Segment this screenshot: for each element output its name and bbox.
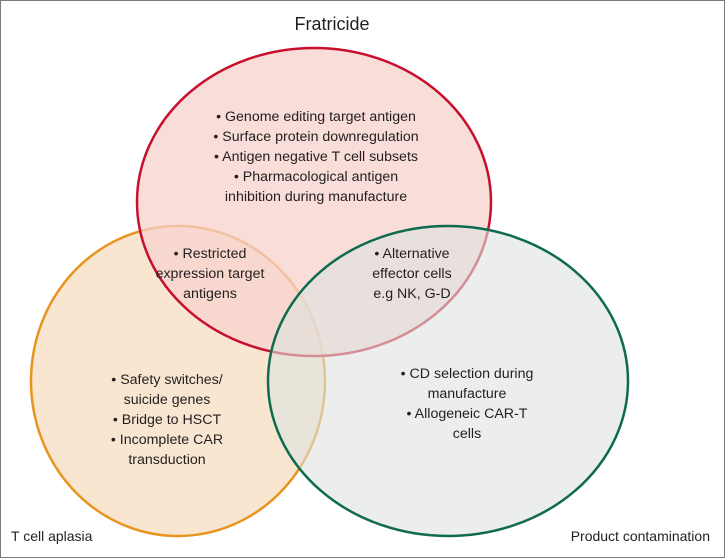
fratricide-item: • Genome editing target antigen (216, 109, 416, 125)
fratricide-item: • Surface protein downregulation (213, 129, 418, 145)
contamination-item: • CD selection during (401, 366, 534, 382)
product-contamination-label: Product contamination (571, 528, 710, 544)
overlap-item: effector cells (372, 266, 451, 282)
overlap-item: • Restricted (174, 246, 247, 262)
overlap-item: • Alternative (374, 246, 449, 262)
aplasia-item: • Safety switches/ (111, 372, 222, 388)
fratricide-label: Fratricide (294, 14, 369, 34)
product-contamination-items: • CD selection during manufacture • Allo… (401, 366, 534, 442)
contamination-item: • Allogeneic CAR-T (407, 406, 528, 422)
overlap-item: e.g NK, G-D (373, 286, 450, 302)
overlap-item: antigens (183, 286, 237, 302)
overlap-item: expression target (156, 266, 265, 282)
fratricide-aplasia-overlap-items: • Restricted expression target antigens (156, 246, 265, 302)
aplasia-item: suicide genes (124, 392, 211, 408)
fratricide-item: • Pharmacological antigen (234, 169, 398, 185)
t-cell-aplasia-items: • Safety switches/ suicide genes • Bridg… (111, 372, 223, 468)
aplasia-item: • Incomplete CAR (111, 432, 223, 448)
contamination-item: cells (453, 426, 481, 442)
aplasia-item: • Bridge to HSCT (113, 412, 222, 428)
aplasia-item: transduction (128, 452, 205, 468)
fratricide-item: inhibition during manufacture (225, 189, 407, 205)
product-contamination-circle (266, 224, 630, 538)
t-cell-aplasia-label: T cell aplasia (11, 528, 93, 544)
venn-circles (29, 46, 630, 538)
fratricide-items: • Genome editing target antigen • Surfac… (213, 109, 418, 205)
fratricide-contamination-overlap-items: • Alternative effector cells e.g NK, G-D (372, 246, 451, 302)
contamination-item: manufacture (428, 386, 507, 402)
fratricide-item: • Antigen negative T cell subsets (214, 149, 418, 165)
